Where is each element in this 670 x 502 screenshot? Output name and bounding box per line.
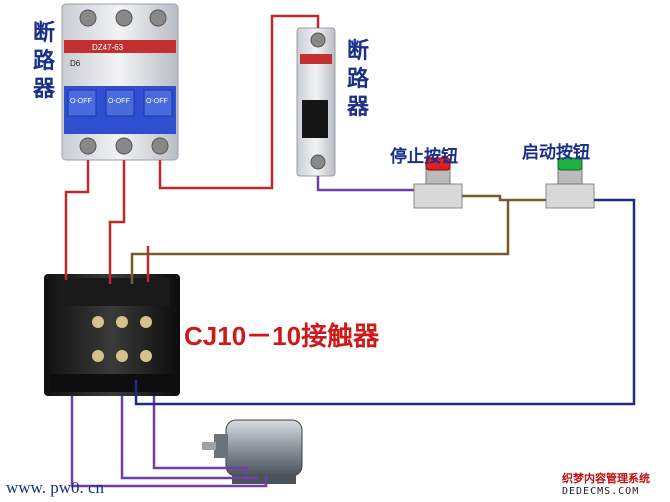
terminal-icon [92, 350, 104, 362]
breaker-red-band [64, 40, 176, 53]
screw-icon [115, 137, 133, 155]
breaker-1p-label: 断路器 [346, 39, 369, 120]
terminal-icon [116, 350, 128, 362]
breaker-toggle [302, 100, 328, 138]
screw-icon [79, 137, 97, 155]
watermark-cn: 织梦内容管理系统 [562, 472, 650, 485]
contactor [44, 274, 180, 396]
pole-1-label: O-OFF [70, 98, 92, 105]
start-button-label: 启动按钮 [522, 143, 590, 163]
breaker-brand-text: DZ47-63 [92, 43, 124, 52]
wires [64, 14, 636, 488]
watermark-en: DEDECMS.COM [562, 486, 640, 497]
breaker-rating-text: D6 [70, 59, 81, 68]
terminal-icon [116, 316, 128, 328]
motor [202, 419, 303, 484]
terminal-icon [140, 316, 152, 328]
terminal-icon [140, 350, 152, 362]
stop-button [413, 157, 463, 209]
terminal-icon [92, 316, 104, 328]
screw-icon [310, 154, 326, 170]
screw-icon [149, 9, 167, 27]
screw-icon [151, 137, 169, 155]
breaker-1-pole [296, 27, 336, 177]
pole-3-label: O-OFF [146, 98, 168, 105]
website-url: www. pw0. cn [6, 478, 105, 497]
start-button [545, 157, 595, 209]
breaker-3p-label: 断路器 [32, 21, 55, 102]
screw-icon [310, 32, 326, 48]
contactor-model-label: CJ10－10接触器 [184, 321, 380, 351]
pole-2-label: O-OFF [108, 98, 130, 105]
screw-icon [115, 9, 133, 27]
stop-button-label: 停止按钮 [390, 147, 458, 167]
screw-icon [79, 9, 97, 27]
breaker-3-pole: DZ47-63 D6 O-OFF O-OFF O-OFF [61, 3, 179, 161]
